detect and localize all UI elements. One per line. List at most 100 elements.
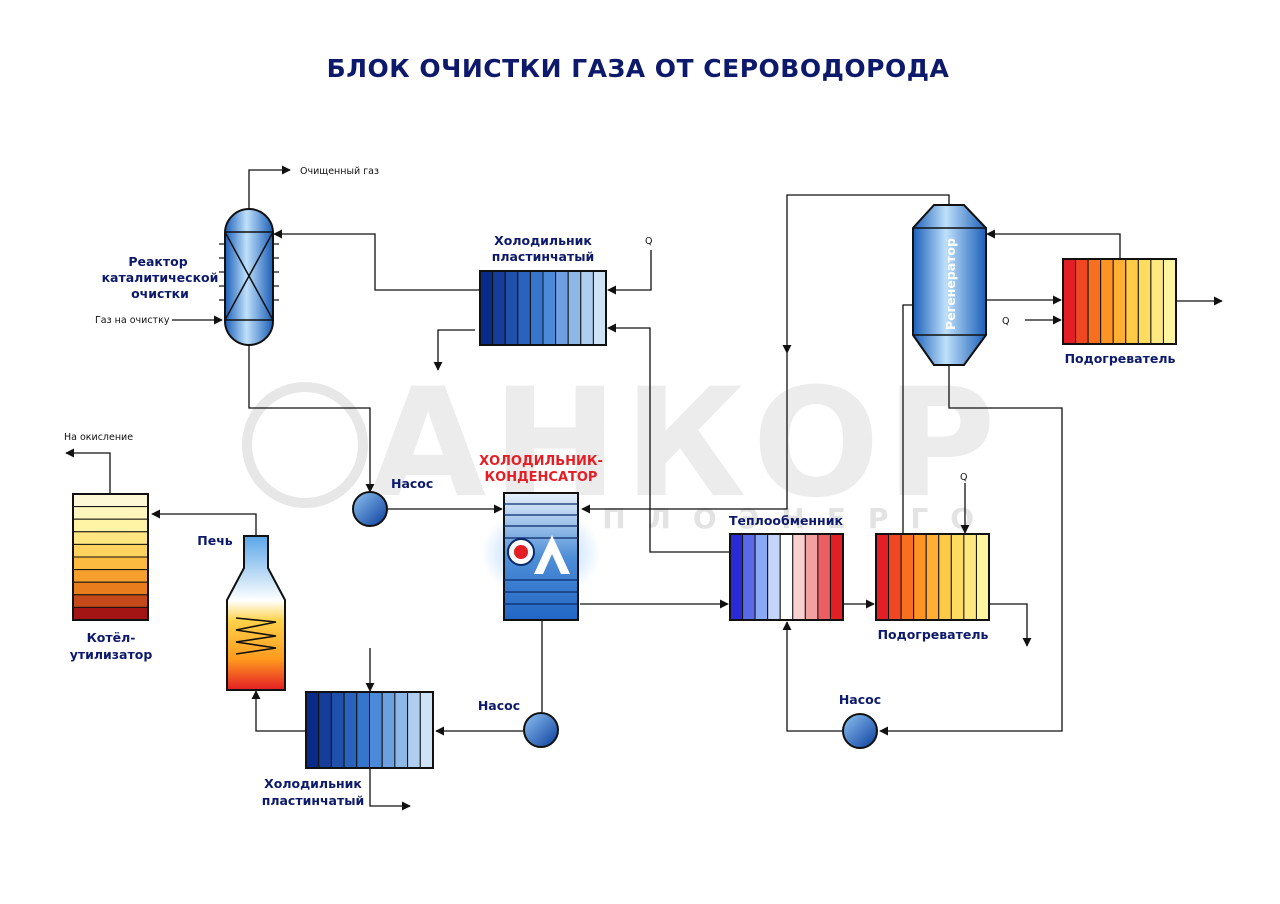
oxidation-label: На окисление [64, 432, 133, 443]
heat-exchanger: Теплообменник [729, 513, 844, 621]
plate [829, 533, 844, 621]
reactor-label-3: очистки [131, 286, 189, 301]
plate [1150, 258, 1164, 345]
plate [72, 606, 149, 621]
plate [72, 518, 149, 533]
regenerator-label: Регенератор [943, 238, 958, 330]
plate [767, 533, 781, 621]
gas-in-label: Газ на очистку [95, 315, 170, 326]
heater-mid-label: Подогреватель [878, 627, 989, 642]
plate [1137, 258, 1152, 345]
plate [381, 691, 396, 769]
cooler-top-label-1: Холодильник [494, 233, 592, 248]
plate [938, 533, 952, 621]
watermark-brand: АНКОР [370, 357, 1002, 531]
plate [950, 533, 965, 621]
pump-2: Насос [478, 698, 559, 748]
plate [742, 533, 756, 621]
q-cooler-top-label: Q [645, 236, 652, 247]
cooler-bottom-label-2: пластинчатый [262, 793, 365, 808]
watermark-logo-icon [242, 382, 368, 508]
heater-mid: Подогреватель [875, 533, 990, 642]
pump-2-label: Насос [478, 698, 520, 713]
watermark: АНКОР ТЕПЛОЭНЕРГО [242, 357, 1002, 535]
plate [1100, 258, 1114, 345]
pump-1-label: Насос [391, 476, 433, 491]
plate [356, 691, 370, 769]
q-heater-mid-label: Q [960, 472, 967, 483]
plate [913, 533, 927, 621]
plate [779, 533, 794, 621]
condenser-logo-icon [507, 535, 570, 574]
plate [72, 506, 149, 520]
plate [925, 533, 940, 621]
page-title: БЛОК ОЧИСТКИ ГАЗА ОТ СЕРОВОДОРОДА [327, 54, 950, 83]
watermark-sub: ТЕПЛОЭНЕРГО [520, 502, 996, 535]
reactor-label-1: Реактор [128, 254, 187, 269]
plate [305, 691, 320, 769]
cooler-bottom-label-1: Холодильник [264, 776, 362, 791]
pipelines [65, 165, 1223, 811]
furnace: Печь [197, 533, 286, 691]
plate [72, 594, 149, 608]
furnace-label: Печь [197, 533, 233, 548]
cooler-top: Холодильник пластинчатый [479, 233, 607, 346]
plate [72, 556, 149, 571]
plate [343, 691, 358, 769]
condenser-label-2: КОНДЕНСАТОР [485, 470, 598, 485]
plate [804, 533, 819, 621]
heat-exchanger-label: Теплообменник [729, 513, 843, 528]
plate [72, 581, 149, 596]
plate [729, 533, 744, 621]
reactor: Реактор каталитической очистки [102, 208, 279, 346]
plate [419, 691, 434, 769]
plate [567, 270, 582, 346]
plate [72, 493, 149, 508]
plate [369, 691, 383, 769]
condenser: ХОЛОДИЛЬНИК- КОНДЕНСАТОР [479, 454, 603, 621]
plate [394, 691, 409, 769]
pump-3: Насос [839, 692, 881, 749]
clean-gas-label: Очищенный газ [300, 166, 379, 177]
plate [963, 533, 977, 621]
plate [1062, 258, 1077, 345]
plate [1075, 258, 1089, 345]
plate [517, 270, 531, 346]
pump-3-label: Насос [839, 692, 881, 707]
regenerator: Регенератор [912, 204, 987, 366]
plate [592, 270, 607, 346]
condenser-label-1: ХОЛОДИЛЬНИК- [479, 454, 603, 469]
q-heater-top-label: Q [1002, 316, 1009, 327]
furnace-coil-icon [235, 617, 277, 655]
cooler-bottom: Холодильник пластинчатый [262, 691, 434, 808]
reactor-label-2: каталитической [102, 270, 219, 285]
plate [504, 270, 519, 346]
plate [817, 533, 831, 621]
plate [542, 270, 557, 346]
plate [330, 691, 345, 769]
cooler-top-label-2: пластинчатый [492, 249, 595, 264]
plate [72, 543, 149, 558]
plate [1087, 258, 1102, 345]
plate [72, 531, 149, 545]
plate [580, 270, 594, 346]
plate [900, 533, 915, 621]
plate [792, 533, 806, 621]
plate [492, 270, 506, 346]
plate [555, 270, 569, 346]
plate [407, 691, 421, 769]
plate [1162, 258, 1177, 345]
boiler-label-2: утилизатор [70, 647, 153, 662]
plate [1125, 258, 1139, 345]
plate [975, 533, 990, 621]
plate [875, 533, 890, 621]
plate [1112, 258, 1127, 345]
plate [888, 533, 902, 621]
boiler: Котёл- утилизатор [70, 493, 153, 662]
plate [318, 691, 332, 769]
plate [529, 270, 544, 346]
plate [754, 533, 769, 621]
pump-1: Насос [352, 476, 433, 527]
plate [479, 270, 494, 346]
